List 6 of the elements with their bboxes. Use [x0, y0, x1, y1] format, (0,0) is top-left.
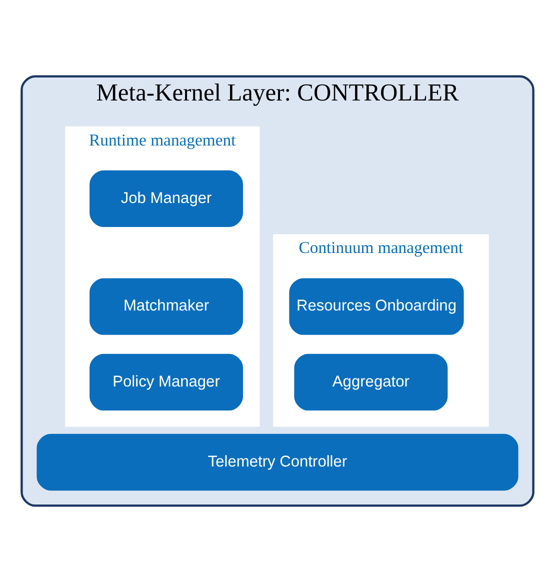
node-box: Matchmaker: [90, 278, 244, 334]
node-box: Telemetry Controller: [36, 433, 518, 490]
node-box: Resources Onboarding: [289, 278, 464, 334]
node-box: Aggregator: [294, 353, 448, 410]
node-box: Job Manager: [90, 170, 244, 227]
node-box: Policy Manager: [90, 353, 244, 410]
